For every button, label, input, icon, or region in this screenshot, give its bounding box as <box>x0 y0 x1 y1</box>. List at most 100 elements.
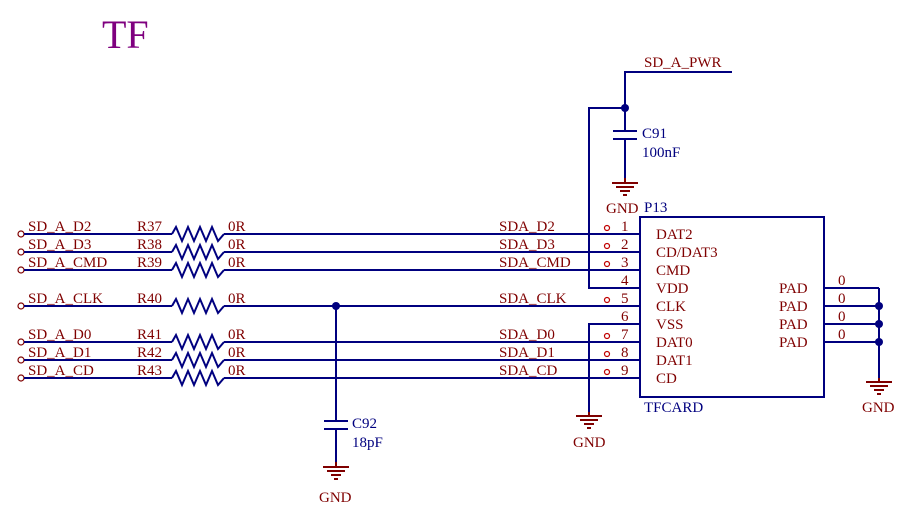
connector-designator: P13 <box>644 200 667 216</box>
pin-name: DAT2 <box>656 227 693 243</box>
pin-marker <box>603 350 611 358</box>
power-net: SD_A_PWR <box>588 55 732 289</box>
net-label-left: SD_A_CD <box>28 363 94 379</box>
resistor-value: 0R <box>228 291 246 307</box>
net-label-right: SDA_D2 <box>499 219 555 235</box>
pin-name: CD/DAT3 <box>656 245 718 261</box>
net-row-d3: SD_A_D3 R38 0R SDA_D3 2 <box>17 237 640 262</box>
net-label-right: SDA_D1 <box>499 345 555 361</box>
net-row-clk: SD_A_CLK R40 0R SDA_CLK 5 <box>17 291 640 316</box>
net-label-sd-a-pwr: SD_A_PWR <box>644 55 722 71</box>
junction-dot <box>875 338 883 346</box>
net-label-left: SD_A_D3 <box>28 237 91 253</box>
net-label-left: SD_A_CLK <box>28 291 103 307</box>
pad-number: 0 <box>838 309 846 325</box>
pin-number: 9 <box>621 363 629 379</box>
ground-symbol-pads: GND <box>862 378 895 416</box>
pin-marker <box>603 260 611 268</box>
resistor-value: 0R <box>228 363 246 379</box>
capacitor-c91: C91 100nF <box>613 108 680 180</box>
c92-value: 18pF <box>352 435 383 451</box>
c91-value: 100nF <box>642 145 680 161</box>
pin-name: CD <box>656 371 677 387</box>
net-label-left: SD_A_D2 <box>28 219 91 235</box>
resistor-ref: R41 <box>137 327 162 343</box>
pin-marker <box>603 296 611 304</box>
ground-label-c92: GND <box>319 490 352 506</box>
pad-name: PAD <box>779 335 808 351</box>
net-label-left: SD_A_D1 <box>28 345 91 361</box>
ground-label-pads: GND <box>862 400 895 416</box>
pin-name: VDD <box>656 281 689 297</box>
resistor-ref: R42 <box>137 345 162 361</box>
connector-body <box>639 216 825 398</box>
pin-name: VSS <box>656 317 684 333</box>
pad-number: 0 <box>838 327 846 343</box>
resistor-value: 0R <box>228 219 246 235</box>
net-label-right: SDA_D3 <box>499 237 555 253</box>
resistor-ref: R40 <box>137 291 162 307</box>
resistor-value: 0R <box>228 255 246 271</box>
resistor-ref: R39 <box>137 255 162 271</box>
pin-number: 4 <box>621 273 629 289</box>
junction-dot <box>875 320 883 328</box>
pin-number: 7 <box>621 327 629 343</box>
port-circle <box>17 266 25 274</box>
pad-ground-bus: 0 0 0 0 <box>824 273 883 380</box>
pin-name: DAT1 <box>656 353 693 369</box>
pin-name: CLK <box>656 299 686 315</box>
connector-part-name: TFCARD <box>644 400 703 416</box>
resistor-ref: R37 <box>137 219 163 235</box>
pin-marker <box>603 224 611 232</box>
ground-label-c91: GND <box>606 201 639 217</box>
pin-vss: 6 <box>588 309 640 415</box>
pin-number: 8 <box>621 345 629 361</box>
port-circle <box>17 374 25 382</box>
pin-name: DAT0 <box>656 335 693 351</box>
ground-label-vss: GND <box>573 435 606 451</box>
net-row-cmd: SD_A_CMD R39 0R SDA_CMD 3 <box>17 255 640 280</box>
net-label-right: SDA_CD <box>499 363 558 379</box>
ground-symbol-vss: GND <box>573 412 606 451</box>
connector-p13: P13 DAT2 CD/DAT3 CMD VDD CLK VSS DAT0 DA… <box>639 200 825 416</box>
pad-number: 0 <box>838 273 846 289</box>
capacitor-c92: C92 18pF <box>324 306 383 464</box>
ground-symbol-c92: GND <box>319 462 352 506</box>
port-circle <box>17 338 25 346</box>
port-circle <box>17 248 25 256</box>
pin-number: 3 <box>621 255 629 271</box>
pin-number: 2 <box>621 237 629 253</box>
pad-number: 0 <box>838 291 846 307</box>
pin-vdd: 4 <box>610 273 640 289</box>
resistor-value: 0R <box>228 327 246 343</box>
pad-name: PAD <box>779 281 808 297</box>
pin-marker <box>603 332 611 340</box>
resistor-value: 0R <box>228 345 246 361</box>
net-row-d0: SD_A_D0 R41 0R SDA_D0 7 <box>17 327 640 352</box>
c92-ref: C92 <box>352 416 377 432</box>
junction-dot <box>875 302 883 310</box>
pad-name: PAD <box>779 317 808 333</box>
pin-marker <box>603 368 611 376</box>
pin-number: 1 <box>621 219 629 235</box>
resistor-ref: R43 <box>137 363 162 379</box>
port-circle <box>17 302 25 310</box>
net-row-cd: SD_A_CD R43 0R SDA_CD 9 <box>17 363 640 388</box>
pin-number: 5 <box>621 291 629 307</box>
pad-name: PAD <box>779 299 808 315</box>
net-label-right: SDA_CMD <box>499 255 571 271</box>
c91-ref: C91 <box>642 126 667 142</box>
net-row-d2: SD_A_D2 R37 0R SDA_D2 1 <box>17 219 640 244</box>
sheet-title: TF <box>102 12 149 57</box>
pin-marker <box>603 242 611 250</box>
resistor-ref: R38 <box>137 237 162 253</box>
net-label-right: SDA_CLK <box>499 291 567 307</box>
net-label-left: SD_A_D0 <box>28 327 91 343</box>
net-label-right: SDA_D0 <box>499 327 555 343</box>
resistor-value: 0R <box>228 237 246 253</box>
net-row-d1: SD_A_D1 R42 0R SDA_D1 8 <box>17 345 640 370</box>
port-circle <box>17 356 25 364</box>
ground-symbol-c91: GND <box>606 178 639 217</box>
pin-number: 6 <box>621 309 629 325</box>
